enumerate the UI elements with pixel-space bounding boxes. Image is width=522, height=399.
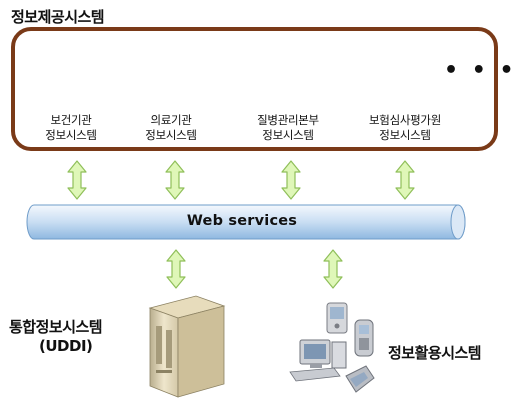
provider-node-label-1: 보건기관 정보시스템 (11, 113, 131, 143)
provider-node-4-line1: 보험심사평가원 (369, 113, 441, 127)
registry-server-icon (148, 295, 226, 398)
provider-node-4-line2: 정보시스템 (379, 128, 431, 142)
arrow-provider-1 (67, 160, 87, 200)
registry-uddi-label: (UDDI) (39, 337, 93, 355)
arrow-registry (166, 249, 186, 289)
provider-node-label-2: 의료기관 정보시스템 (111, 113, 231, 143)
provider-node-3-line1: 질병관리본부 (257, 113, 319, 127)
registry-system-title: 통합정보시스템 (9, 318, 103, 336)
provider-node-1-line1: 보건기관 (50, 113, 92, 127)
provider-node-1-line2: 정보시스템 (45, 128, 97, 142)
web-services-bus (26, 204, 466, 240)
arrow-provider-2 (165, 160, 185, 200)
provider-node-label-4: 보험심사평가원 정보시스템 (345, 113, 465, 143)
provider-node-2-line1: 의료기관 (150, 113, 192, 127)
web-services-label: Web services (186, 213, 298, 229)
arrow-provider-4 (395, 160, 415, 200)
provider-node-3-line2: 정보시스템 (262, 128, 314, 142)
provider-systems-frame (11, 27, 498, 151)
provider-node-2-line2: 정보시스템 (145, 128, 197, 142)
provider-system-title: 정보제공시스템 (11, 8, 105, 26)
arrow-consumer (323, 249, 343, 289)
devices-icon (289, 302, 375, 393)
arrow-provider-3 (281, 160, 301, 200)
more-systems-ellipsis: • • • (444, 58, 517, 83)
provider-node-label-3: 질병관리본부 정보시스템 (228, 113, 348, 143)
consumer-system-title: 정보활용시스템 (388, 344, 482, 362)
